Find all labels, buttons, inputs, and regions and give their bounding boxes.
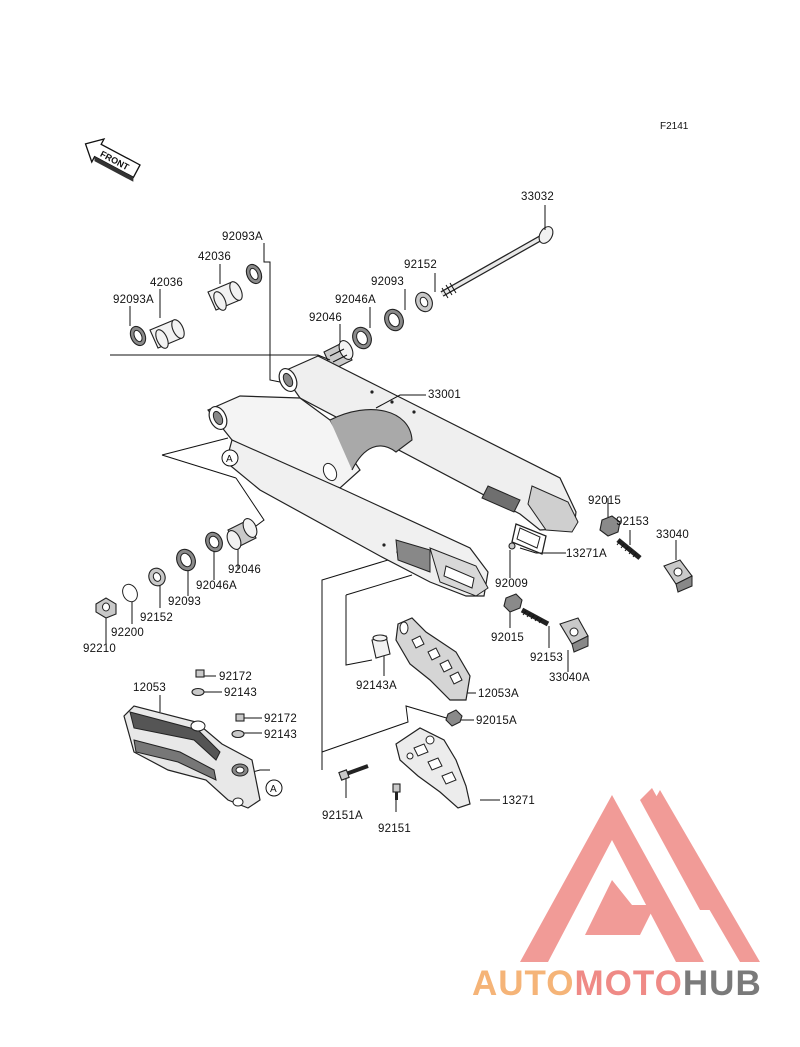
part-label-92046A-low: 92046A — [196, 580, 237, 592]
reference-marker-a-top: A — [221, 449, 239, 467]
part-label-33040A: 33040A — [549, 672, 590, 684]
part-label-92153-right: 92153 — [616, 516, 649, 528]
part-label-92093A-top: 92093A — [222, 231, 263, 243]
bolt-92172-b — [235, 713, 245, 722]
chain-adjuster-block-33040A — [559, 617, 589, 653]
bolt-92009 — [508, 542, 516, 550]
part-label-92046A-top: 92046A — [335, 294, 376, 306]
watermark-text-moto: MOTO — [575, 964, 683, 1003]
washer-92143-b — [231, 729, 245, 739]
washer-92200 — [122, 583, 138, 603]
part-label-92015-right: 92015 — [588, 495, 621, 507]
clamp-13271A — [511, 523, 547, 555]
part-label-92200: 92200 — [111, 627, 144, 639]
reference-marker-a-bottom-text: A — [270, 784, 277, 795]
chain-slider-12053 — [123, 705, 261, 809]
part-label-92093-low: 92093 — [168, 596, 201, 608]
part-label-92015A: 92015A — [476, 715, 517, 727]
part-label-42036-top: 42036 — [198, 251, 231, 263]
front-direction-arrow: FRONT — [84, 137, 141, 182]
part-number-labels: 33032 92093A 42036 42036 92093A 92152 92… — [83, 191, 689, 835]
part-label-92046-low: 92046 — [228, 564, 261, 576]
part-label-92152-top: 92152 — [404, 259, 437, 271]
part-label-92009: 92009 — [495, 578, 528, 590]
part-label-92093A-left: 92093A — [113, 294, 154, 306]
bolt-92172-a — [195, 669, 205, 678]
part-label-92172-a: 92172 — [219, 671, 252, 683]
figure-code: F2141 — [660, 121, 689, 132]
watermark-text-hub: HUB — [683, 964, 762, 1003]
washer-92143-a — [191, 687, 205, 697]
watermark-logo — [520, 788, 760, 962]
left-collar-42036 — [149, 319, 185, 349]
reference-marker-a-top-text: A — [226, 454, 233, 465]
nut-92015-mid — [503, 593, 523, 613]
bolt-92151A — [338, 764, 369, 781]
part-label-92153-mid: 92153 — [530, 652, 563, 664]
part-label-92152-low: 92152 — [140, 612, 173, 624]
part-label-92143-a: 92143 — [224, 687, 257, 699]
nut-92015A — [445, 709, 463, 727]
chain-guide-plate-13271 — [395, 727, 471, 809]
svg-text:AUTOMOTOHUB: AUTOMOTOHUB — [472, 964, 762, 1003]
rear-axle-33032 — [440, 226, 554, 299]
collar-92143A — [371, 634, 391, 659]
part-label-92015-mid: 92015 — [491, 632, 524, 644]
part-label-33032: 33032 — [521, 191, 554, 203]
part-label-92151: 92151 — [378, 823, 411, 835]
needle-bearing-92046-low — [226, 518, 258, 550]
part-label-13271: 13271 — [502, 795, 535, 807]
part-label-33040: 33040 — [656, 529, 689, 541]
chain-adjuster-block-33040 — [663, 559, 693, 593]
part-label-92143A: 92143A — [356, 680, 397, 692]
part-label-92093-top: 92093 — [371, 276, 404, 288]
part-label-42036-left: 42036 — [150, 277, 183, 289]
part-label-33001: 33001 — [428, 389, 461, 401]
nut-92015-right — [599, 515, 621, 537]
reference-marker-a-bottom: A — [265, 779, 283, 797]
part-label-92210: 92210 — [83, 643, 116, 655]
part-label-92143-b: 92143 — [264, 729, 297, 741]
part-label-92172-b: 92172 — [264, 713, 297, 725]
part-label-92151A: 92151A — [322, 810, 363, 822]
watermark-text-auto: AUTO — [472, 964, 575, 1003]
part-label-12053A: 12053A — [478, 688, 519, 700]
bolt-92151 — [392, 783, 401, 800]
nut-92210 — [95, 597, 117, 619]
adjuster-bolt-92153-mid — [520, 607, 550, 627]
chain-guide-12053A — [395, 617, 471, 701]
watermark-wordmark: AUTOMOTOHUB — [472, 964, 762, 1003]
adjuster-bolt-92153-right — [616, 538, 642, 560]
part-label-13271A: 13271A — [566, 548, 607, 560]
leader-lines — [105, 205, 677, 812]
upper-collar-42036 — [207, 281, 243, 311]
swingarm-body-33001 — [207, 355, 579, 597]
part-label-12053: 12053 — [133, 682, 166, 694]
part-label-92046-top: 92046 — [309, 312, 342, 324]
